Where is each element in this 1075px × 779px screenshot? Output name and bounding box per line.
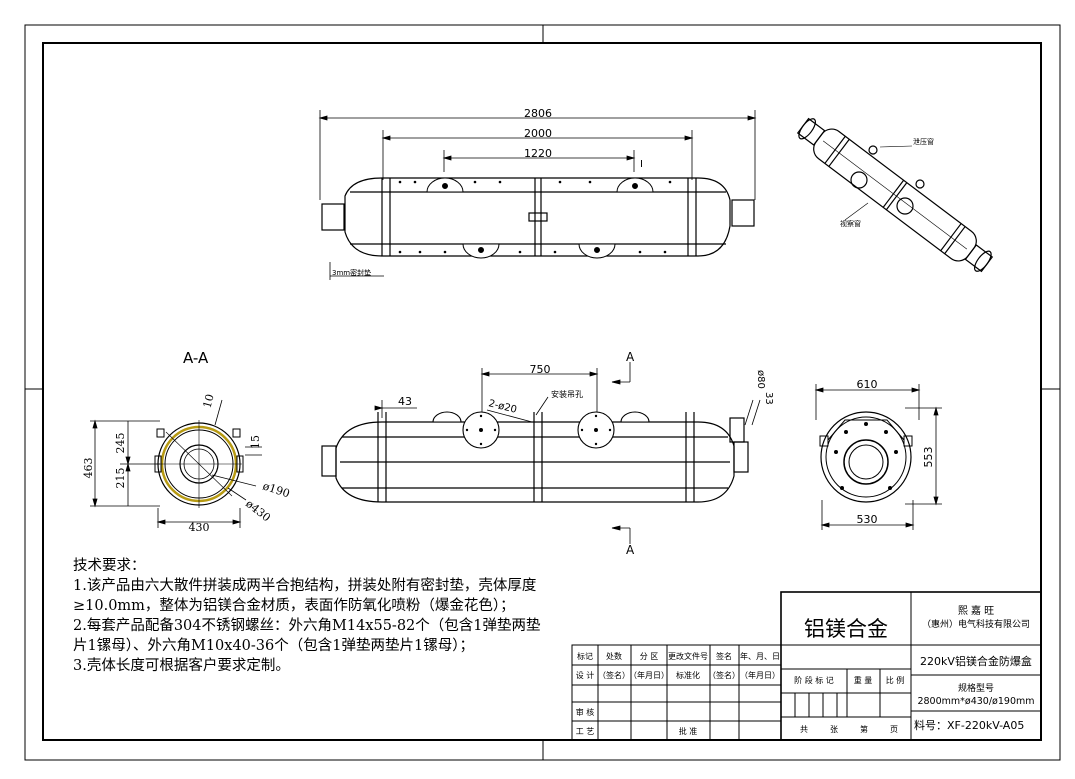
dim-holes: 2-ø20 xyxy=(487,398,518,416)
section-title: A-A xyxy=(183,349,209,367)
scale-label: 比 例 xyxy=(886,675,905,685)
dim-end-top: 610 xyxy=(857,378,878,391)
spec-value: 2800mm*ø430/ø190mm xyxy=(917,696,1034,707)
company-name-sub: （惠州）电气科技有限公司 xyxy=(922,618,1030,630)
material-title: 铝镁合金 xyxy=(804,617,888,641)
dim-body-length: 2000 xyxy=(524,127,552,140)
front-view xyxy=(321,362,761,544)
dim-end-bottom: 530 xyxy=(857,513,878,526)
dim-section-wall: 10 xyxy=(201,393,217,410)
gasket-note: 3mm密封垫 xyxy=(332,268,371,277)
standardization-sign: （签名） xyxy=(708,670,740,680)
dim-outer-diameter: ø430 xyxy=(243,497,273,524)
design-label: 设 计 xyxy=(576,670,595,680)
rev-header-doc: 更改文件号 xyxy=(668,651,708,661)
rev-header-count: 处数 xyxy=(606,651,622,661)
standardization-date: （年月日） xyxy=(740,670,780,680)
product-name: 220kV铝镁合金防爆盒 xyxy=(920,654,1032,668)
weight-label: 重 量 xyxy=(854,675,873,685)
dim-section-width: 430 xyxy=(189,521,210,534)
dim-overall-length: 2806 xyxy=(524,107,552,120)
top-view-marker: I xyxy=(640,159,643,170)
rev-header-mark: 标记 xyxy=(577,651,593,661)
sheet-unit-label: 张 xyxy=(830,725,838,734)
top-view xyxy=(318,110,757,280)
standardization-label: 标准化 xyxy=(676,670,700,680)
dim-window-spacing: 1220 xyxy=(524,147,552,160)
process-label: 工 艺 xyxy=(576,727,595,736)
part-number: 料号：XF-220kV-A05 xyxy=(914,718,1024,732)
dim-section-lower: 215 xyxy=(114,468,127,489)
notes-title: 技术要求： xyxy=(73,558,146,574)
spec-label: 规格型号 xyxy=(958,682,994,694)
title-block xyxy=(571,591,1042,741)
sheet-border xyxy=(24,24,1061,761)
top-view-body xyxy=(321,177,755,257)
lift-hole-label: 安装吊孔 xyxy=(551,389,583,399)
section-mark-top: A xyxy=(626,350,635,364)
review-label: 审 核 xyxy=(576,707,595,717)
dim-lift-span: 750 xyxy=(530,363,551,376)
design-date: （年月日） xyxy=(629,670,669,680)
top-view-windows xyxy=(426,177,654,259)
sheet-total-label: 共 xyxy=(800,725,808,734)
dim-section-height: 463 xyxy=(82,458,95,479)
label-view-window: 视察窗 xyxy=(840,219,861,228)
sheet-index-label: 第 xyxy=(860,724,868,734)
dim-pipe-diameter: ø80 xyxy=(755,370,766,389)
top-view-bolts xyxy=(398,180,672,254)
sheet-page-label: 页 xyxy=(890,725,898,734)
rev-header-zone: 分 区 xyxy=(640,652,659,661)
dim-end-height: 553 xyxy=(922,447,935,468)
front-view-windows xyxy=(432,411,650,449)
approve-label: 批 准 xyxy=(679,726,698,736)
rev-header-sign: 签名 xyxy=(716,651,732,661)
section-mark-bottom: A xyxy=(626,543,635,557)
top-view-dimensions xyxy=(318,110,757,200)
section-view xyxy=(90,399,262,528)
label-pressure-window: 泄压窗 xyxy=(913,137,934,146)
dim-end-offset: 43 xyxy=(398,395,412,408)
dim-section-upper: 245 xyxy=(114,433,127,454)
dim-section-gap: 15 xyxy=(249,435,262,449)
note-item: 1.该产品由六大散件拼装成两半合抱结构，拼装处附有密封垫，壳体厚度≥10.0mm… xyxy=(73,578,537,614)
note-item: 2.每套产品配备304不锈钢螺丝：外六角M14x55-82个（包含1弹垫两垫片1… xyxy=(73,618,541,654)
end-view xyxy=(814,384,942,530)
rev-header-date: 年、月、日 xyxy=(740,651,780,661)
dim-pipe-length: 33 xyxy=(763,392,774,405)
isometric-view xyxy=(796,117,994,273)
technical-requirements: 技术要求： 1.该产品由六大散件拼装成两半合抱结构，拼装处附有密封垫，壳体厚度≥… xyxy=(73,556,543,676)
stage-mark-label: 阶 段 标 记 xyxy=(794,675,834,685)
dim-inner-diameter: ø190 xyxy=(261,479,291,500)
note-item: 3.壳体长度可根据客户要求定制。 xyxy=(73,658,290,674)
design-sign: （签名） xyxy=(598,670,630,680)
company-name: 熙 嘉 旺 xyxy=(958,604,994,617)
